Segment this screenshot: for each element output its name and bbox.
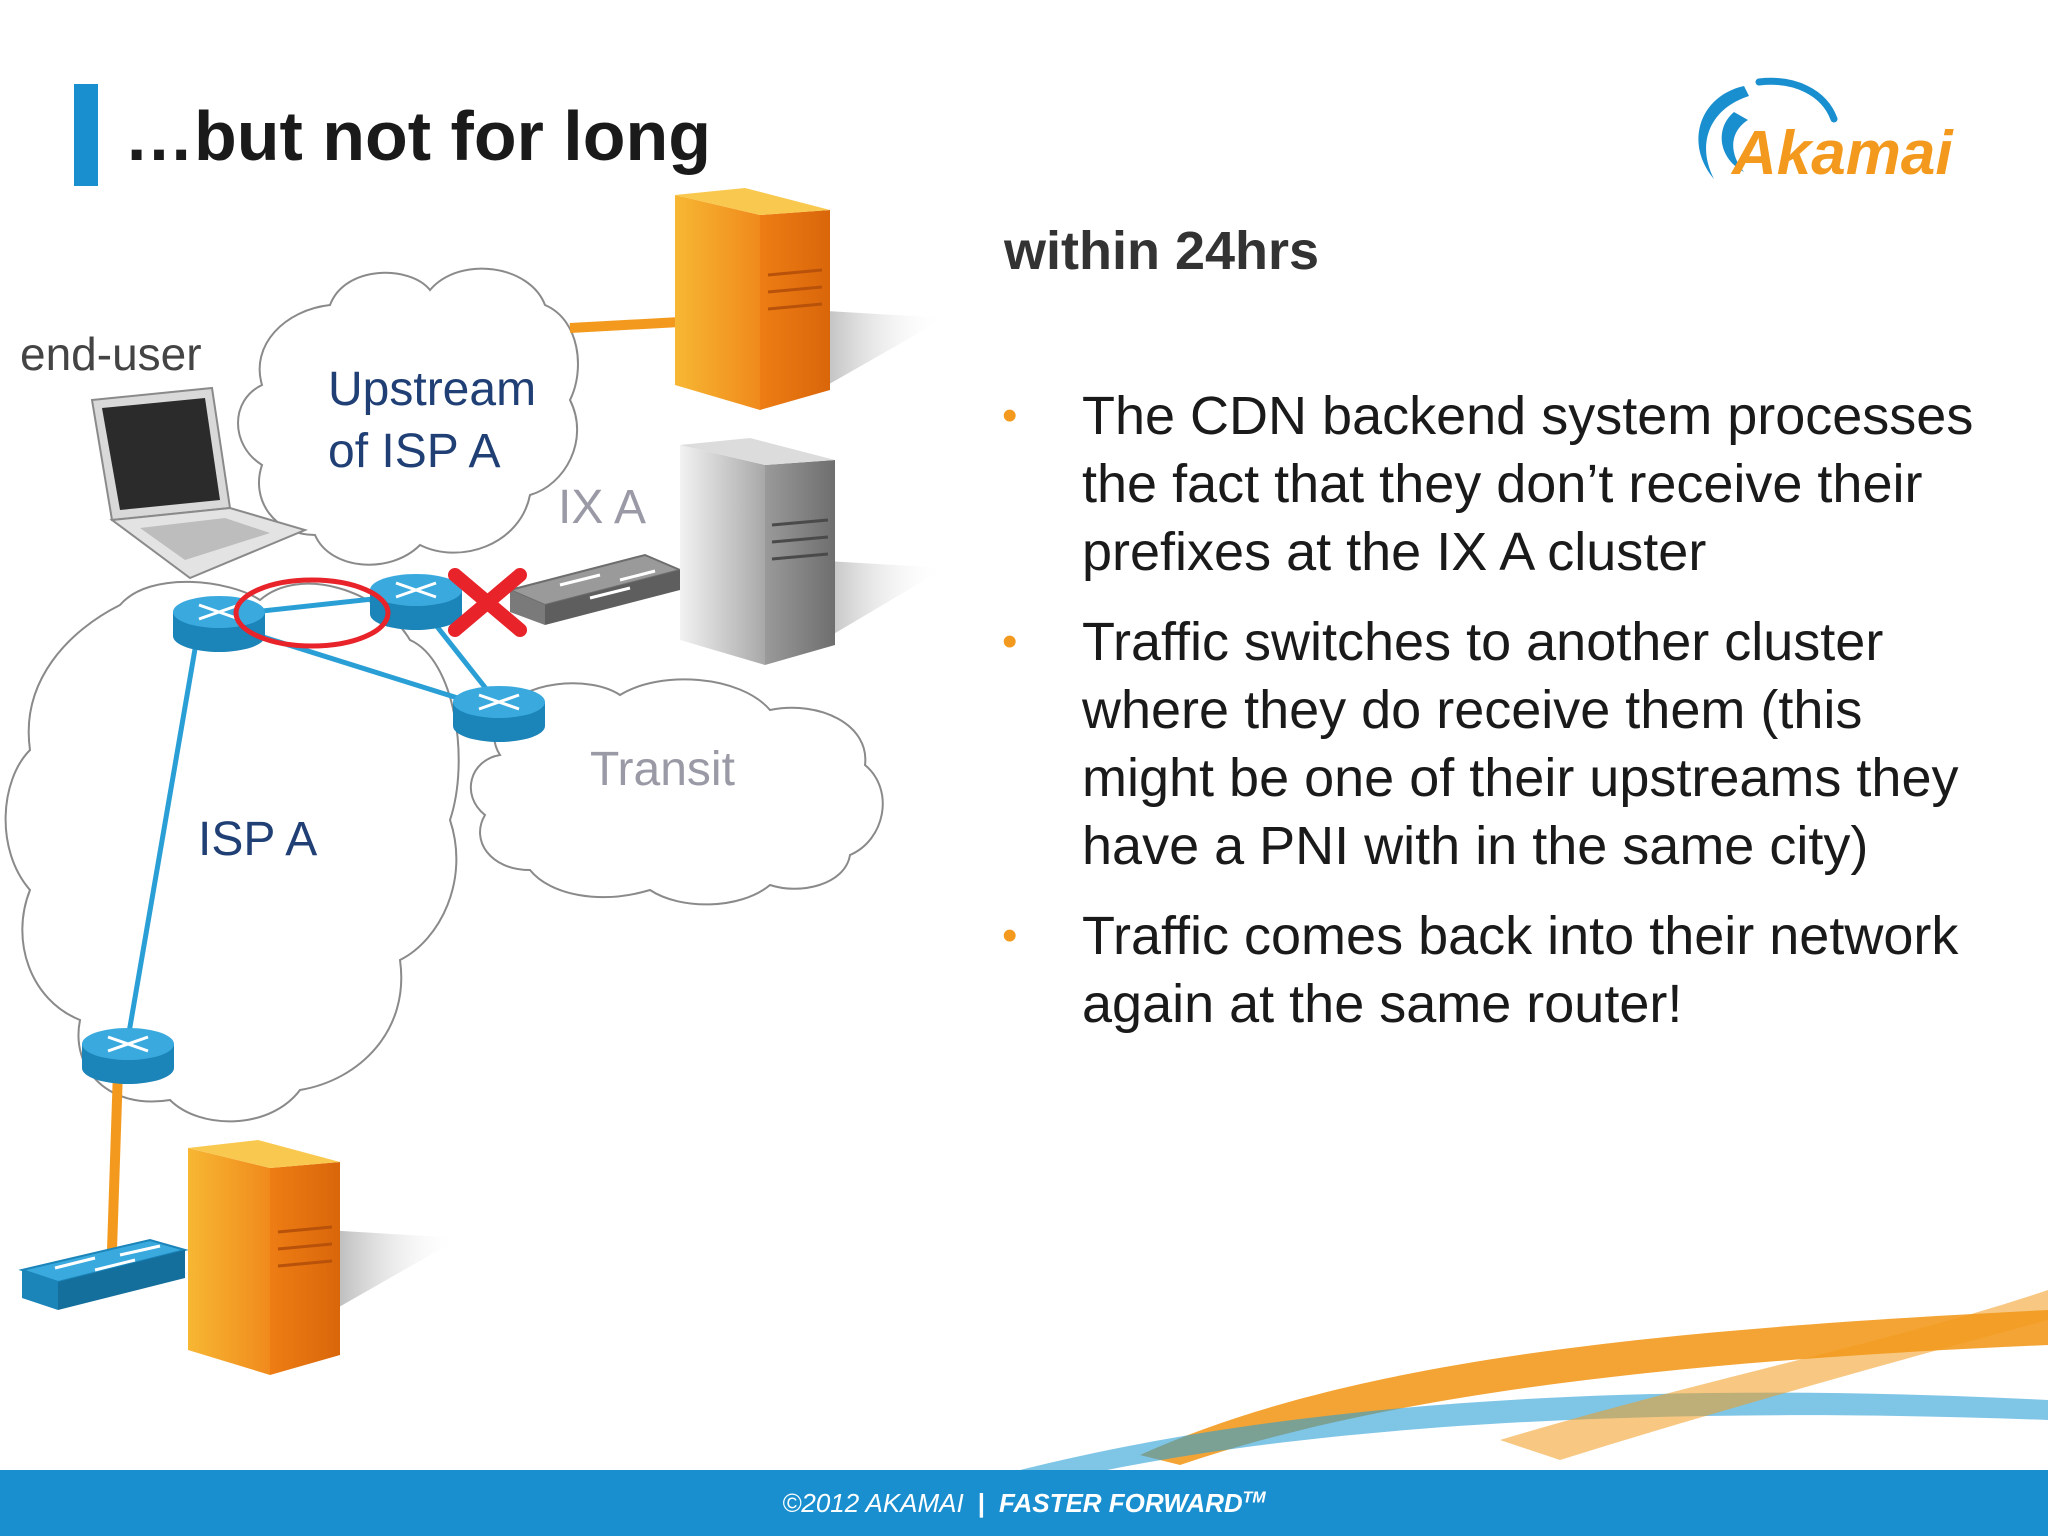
footer-separator: | <box>977 1488 986 1518</box>
router-transit-icon <box>453 686 545 742</box>
ix-switch-icon <box>506 553 684 625</box>
bullet-marker: • <box>1002 617 1018 666</box>
laptop-icon <box>90 386 308 580</box>
upstream-cloud <box>237 267 579 566</box>
upstream-label-line1: Upstream <box>328 363 536 416</box>
akamai-logo: Akamai <box>1698 77 1954 188</box>
footer-text: ©2012 AKAMAI | FASTER FORWARDTM <box>0 1488 2048 1519</box>
cdn-server-bottom-icon <box>188 1140 460 1375</box>
router-isp-edge-icon <box>82 1028 174 1084</box>
ix-a-label: IX A <box>558 481 646 534</box>
footer-decoration <box>0 1290 2048 1536</box>
bullet-marker: • <box>1002 391 1018 440</box>
bullet-item: • Traffic switches to another cluster wh… <box>1002 608 2002 880</box>
subheading: within 24hrs <box>1004 221 1320 281</box>
footer-trademark: TM <box>1242 1489 1266 1507</box>
link-failure-x-icon <box>448 568 527 637</box>
logo-wordmark: Akamai <box>1730 119 1954 188</box>
bullet-item: • The CDN backend system processes the f… <box>1002 382 2002 586</box>
end-user-label: end-user <box>20 328 202 380</box>
edge-switch-icon <box>18 1238 189 1310</box>
isp-a-label: ISP A <box>198 813 317 866</box>
bullet-text: Traffic comes back into their network ag… <box>1082 906 1959 1034</box>
bullet-item: • Traffic comes back into their network … <box>1002 902 2002 1038</box>
footer-copyright: ©2012 AKAMAI <box>782 1488 964 1518</box>
footer-tagline: FASTER FORWARD <box>999 1488 1243 1518</box>
transit-cloud <box>469 678 884 906</box>
upstream-label-line2: of ISP A <box>328 425 501 478</box>
highlight-ellipse <box>233 577 391 649</box>
ix-server-icon <box>680 438 945 665</box>
bullet-marker: • <box>1002 911 1018 960</box>
link-upstream-to-server <box>569 317 681 333</box>
bullet-text: Traffic switches to another cluster wher… <box>1082 612 1959 876</box>
transit-label: Transit <box>590 743 735 796</box>
router-isp-icon <box>173 596 265 652</box>
title-accent-bar <box>74 84 98 186</box>
bullet-text: The CDN backend system processes the fac… <box>1082 386 1974 582</box>
bullet-list: • The CDN backend system processes the f… <box>1002 382 2002 1060</box>
cdn-server-top-icon <box>675 188 945 410</box>
network-diagram: Upstream of ISP A Transit ISP A IX A end… <box>4 188 945 1375</box>
link-router-to-switch <box>107 1069 123 1251</box>
slide-title: …but not for long <box>124 97 712 175</box>
link-isp-backbone <box>123 619 203 1051</box>
